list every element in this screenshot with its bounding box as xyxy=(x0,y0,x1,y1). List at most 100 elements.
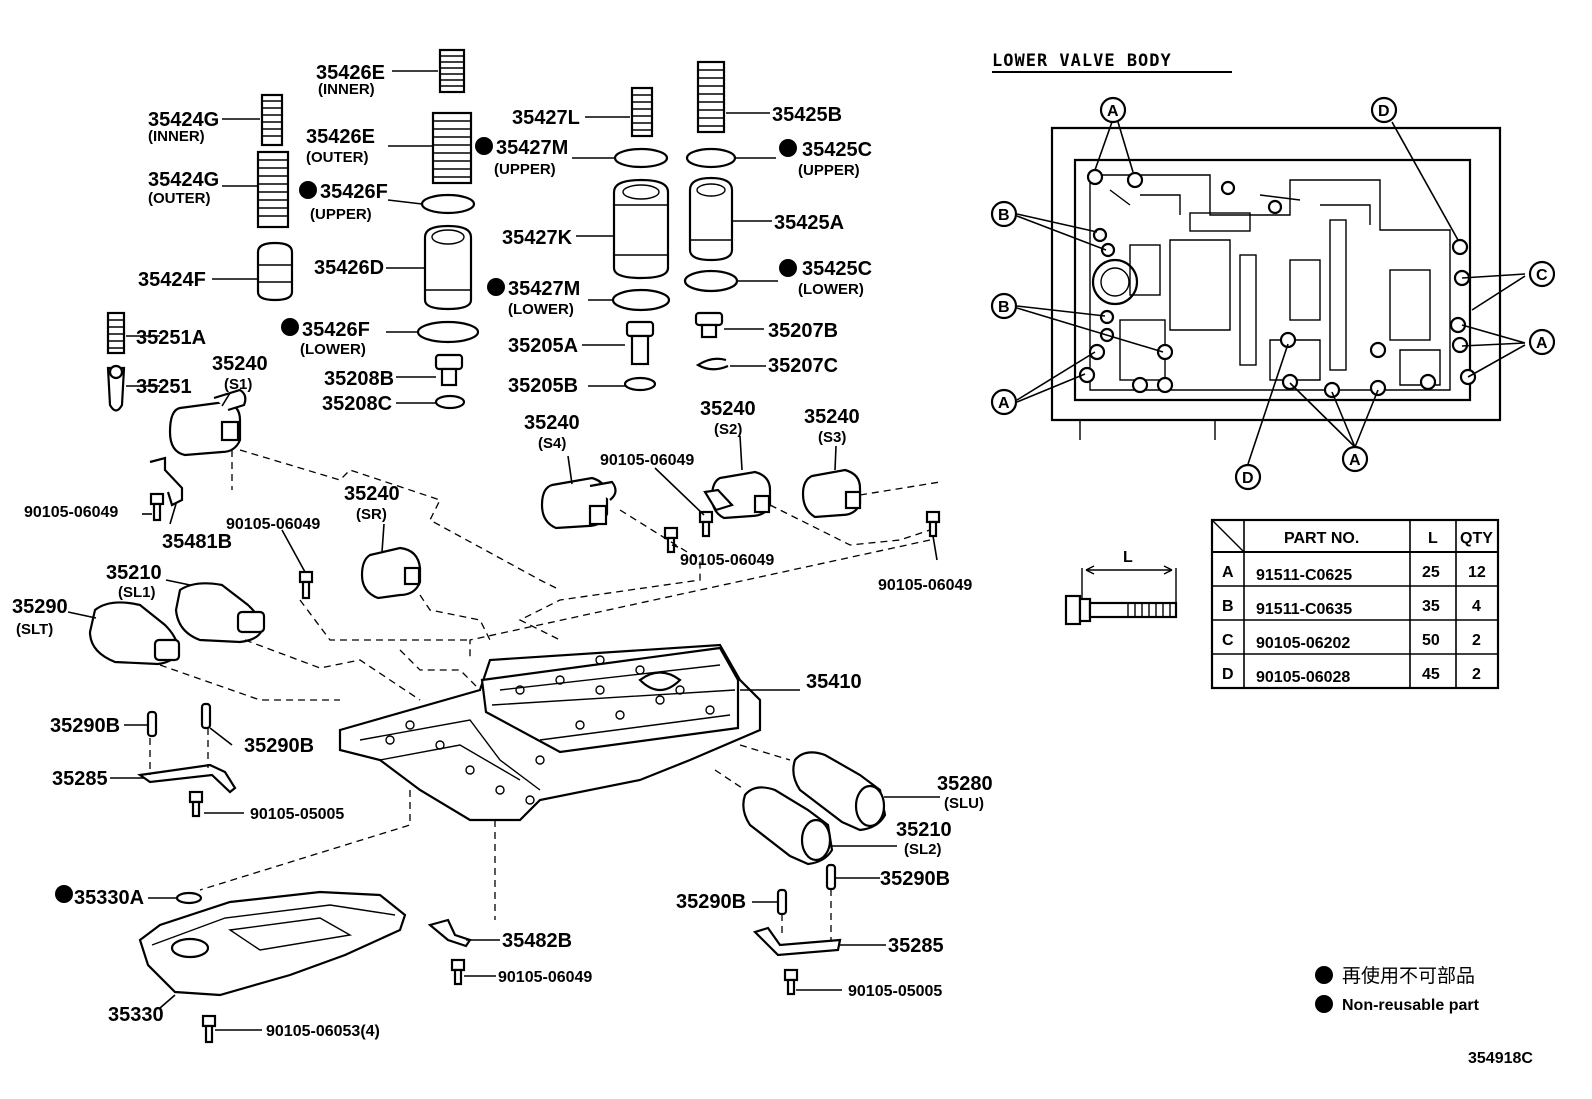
solenoid-35210-SL1 xyxy=(174,582,266,644)
spring-35424G-inner xyxy=(260,93,284,147)
label-35240-s3: 35240 xyxy=(804,406,860,428)
bolt-table: PART NO. L QTY A 91511-C0625 25 12 B 915… xyxy=(1210,518,1500,690)
solenoid-35240-S3 xyxy=(801,468,862,519)
callout-A-2: A xyxy=(998,395,1010,412)
table-row-l: 25 xyxy=(1422,564,1440,581)
label-35208C: 35208C xyxy=(322,393,392,415)
table-header-qty: QTY xyxy=(1460,530,1493,547)
label-35424G-inner: 35424G xyxy=(148,109,219,131)
non-reusable-marks xyxy=(55,137,797,903)
label-slt: (SLT) xyxy=(16,621,53,638)
callout-D-2: D xyxy=(1242,470,1254,487)
table-row-l: 35 xyxy=(1422,598,1440,615)
label-35290B-d: 35290B xyxy=(880,868,950,890)
bolt-90105-06049-b xyxy=(298,570,314,600)
label-35425B: 35425B xyxy=(772,104,842,126)
spring-35426E-inner xyxy=(438,48,466,94)
ball-35251 xyxy=(106,364,126,412)
label-35425A: 35425A xyxy=(774,212,844,234)
figure-code: 354918C xyxy=(1468,1050,1533,1067)
label-90105-06049-c: 90105-06049 xyxy=(680,552,774,569)
bolt-90105-06049-d xyxy=(698,510,714,538)
label-sl1: (SL1) xyxy=(118,584,156,601)
legend: 再使用不可部品 Non-reusable part xyxy=(1315,965,1480,1014)
label-s4: (S4) xyxy=(538,435,566,452)
label-sr: (SR) xyxy=(356,506,387,523)
valve-body-35410 xyxy=(338,643,762,822)
label-90105-06049-b: 90105-06049 xyxy=(226,516,320,533)
solenoid-35240-S2 xyxy=(703,470,772,520)
label-35240-s4: 35240 xyxy=(524,412,580,434)
table-header-part: PART NO. xyxy=(1284,530,1359,547)
label-lower-2: (LOWER) xyxy=(508,301,574,318)
spring-35426E-outer xyxy=(431,111,473,185)
label-90105-06049-d: 90105-06049 xyxy=(600,452,694,469)
legend-en-text: Non-reusable part xyxy=(1342,997,1480,1014)
legend-mark-en xyxy=(1315,995,1333,1013)
oring-35427M-upper xyxy=(613,147,669,169)
bolt-length-illustration: L xyxy=(1064,549,1178,626)
plug-35207B xyxy=(694,311,724,339)
label-35290-slt: 35290 xyxy=(12,596,68,618)
bracket-35285-b xyxy=(752,926,842,957)
label-35207B: 35207B xyxy=(768,320,838,342)
table-row-qty: 4 xyxy=(1472,598,1481,615)
spring-35424G-outer xyxy=(256,150,290,229)
label-35481B: 35481B xyxy=(162,531,232,553)
spring-35427L xyxy=(630,86,654,138)
solenoid-35210-SL2 xyxy=(742,786,834,866)
label-35240-s1: 35240 xyxy=(212,353,268,375)
table-row-key: B xyxy=(1222,598,1234,615)
label-35427M-upper: 35427M xyxy=(496,137,568,159)
label-lower-3: (LOWER) xyxy=(798,281,864,298)
table-row-qty: 12 xyxy=(1468,564,1486,581)
callout-B-1: B xyxy=(998,207,1010,224)
callouts: A B B A D C A A D xyxy=(990,96,1556,491)
table-row-part: 90105-06028 xyxy=(1256,669,1350,686)
table-row-part: 91511-C0635 xyxy=(1256,601,1352,618)
plug-35205A xyxy=(625,320,655,366)
legend-mark-jp xyxy=(1315,966,1333,984)
bolt-90105-06049-f xyxy=(450,958,466,986)
bolt-90105-06049-a xyxy=(149,492,165,522)
bracket-35285-a xyxy=(137,763,237,794)
label-35425C-lower: 35425C xyxy=(802,258,872,280)
label-35426F-lower: 35426F xyxy=(302,319,370,341)
table-row-qty: 2 xyxy=(1472,632,1481,649)
leader-lines xyxy=(67,70,940,1031)
oring-35425C-lower xyxy=(683,269,739,293)
label-90105-05005-a: 90105-05005 xyxy=(250,806,344,823)
label-90105-06049-a: 90105-06049 xyxy=(24,504,118,521)
label-35482B: 35482B xyxy=(502,930,572,952)
oring-35330A xyxy=(175,891,203,905)
pin-35290B-a xyxy=(146,710,158,738)
label-35210-sl2: 35210 xyxy=(896,819,952,841)
label-35207C: 35207C xyxy=(768,355,838,377)
label-35426D: 35426D xyxy=(314,257,384,279)
label-outer-2: (OUTER) xyxy=(148,190,211,207)
label-s2: (S2) xyxy=(714,421,742,438)
assembly-lines xyxy=(149,449,941,940)
bolt-90105-06053 xyxy=(201,1014,217,1044)
solenoid-35240-SR xyxy=(360,546,422,600)
label-lower-1: (LOWER) xyxy=(300,341,366,358)
label-35290B-c: 35290B xyxy=(676,891,746,913)
callout-C: C xyxy=(1536,267,1548,284)
solenoid-35240-S1 xyxy=(168,388,247,457)
solenoid-35280-SLU xyxy=(792,751,887,832)
label-35330A: 35330A xyxy=(74,887,144,909)
oring-35425C-upper xyxy=(685,147,737,169)
section-title: LOWER VALVE BODY xyxy=(992,51,1172,71)
bracket-35482B xyxy=(427,918,472,948)
oring-35426F-upper xyxy=(420,193,476,215)
label-35285-a: 35285 xyxy=(52,768,108,790)
table-header-l: L xyxy=(1428,530,1438,547)
label-35285-b: 35285 xyxy=(888,935,944,957)
table-row-part: 91511-C0625 xyxy=(1256,567,1352,584)
label-90105-06053: 90105-06053(4) xyxy=(266,1023,380,1040)
label-35280: 35280 xyxy=(937,773,993,795)
pin-35290B-d xyxy=(825,863,837,891)
label-slu: (SLU) xyxy=(944,795,984,812)
label-35426E-outer: 35426E xyxy=(306,126,375,148)
solenoid-35290-SLT xyxy=(88,601,181,666)
